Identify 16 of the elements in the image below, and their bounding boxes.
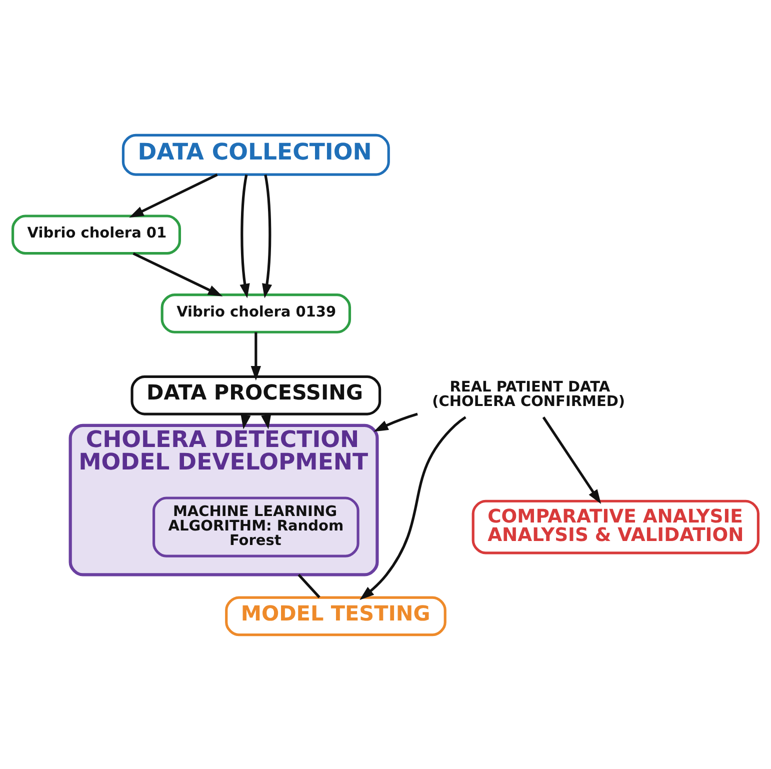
node-box: DATA COLLECTION [122, 133, 390, 176]
arrow [132, 252, 223, 296]
node-box: COMPARATIVE ANALYSIE ANALYSIS & VALIDATION [472, 499, 760, 554]
arrow [240, 174, 250, 298]
node-text: REAL PATIENT DATA (CHOLERA CONFIRMED) [432, 378, 626, 410]
arrow [129, 173, 218, 218]
node-box: MACHINE LEARNING ALGORITHM: Random Forest [152, 496, 360, 557]
arrow [360, 416, 466, 600]
node-box: Vibrio cholera 01 [12, 214, 181, 254]
arrow [262, 174, 272, 298]
arrow [374, 412, 418, 432]
arrow [250, 332, 261, 380]
connector [298, 573, 320, 598]
arrow [542, 416, 602, 504]
node-box: Vibrio cholera 0139 [160, 293, 352, 333]
node-box: MODEL TESTING [225, 596, 446, 636]
